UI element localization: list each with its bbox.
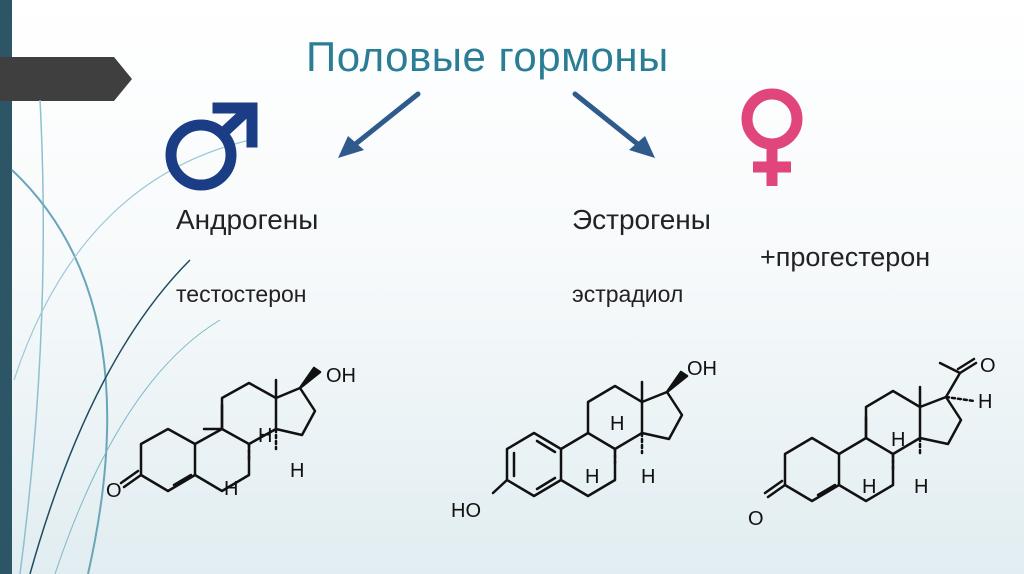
ho-label: HO bbox=[451, 500, 481, 522]
progesterone-label: +прогестерон bbox=[760, 242, 931, 272]
arrow-left-icon bbox=[338, 91, 421, 158]
h-label: H bbox=[290, 460, 304, 482]
oxo-o-label: O bbox=[980, 355, 996, 377]
h-label: H bbox=[978, 391, 992, 413]
venus-icon bbox=[741, 88, 803, 186]
h-label: H bbox=[914, 476, 928, 498]
oxo-o-label: O bbox=[748, 508, 764, 530]
h-label: H bbox=[258, 425, 272, 447]
h-label: H bbox=[862, 476, 876, 498]
h-label: H bbox=[891, 429, 905, 451]
h-label: H bbox=[585, 466, 599, 488]
left-accent-stripe bbox=[0, 0, 12, 574]
estradiol-structure: OH HO H H H bbox=[451, 358, 717, 522]
arrow-right-icon bbox=[572, 91, 655, 158]
androgens-label: Андрогены bbox=[176, 204, 319, 235]
decorative-curves bbox=[11, 99, 251, 574]
double-bond-a bbox=[172, 473, 193, 487]
oh-label: OH bbox=[687, 358, 717, 380]
h-label: H bbox=[224, 478, 238, 500]
testosterone-structure: O OH H H H bbox=[106, 365, 356, 502]
h-label: H bbox=[610, 413, 624, 435]
oh-label: OH bbox=[326, 365, 356, 387]
slide-title: Половые гормоны bbox=[306, 33, 669, 80]
slide-tab-marker bbox=[0, 57, 132, 101]
estradiol-label: эстрадиол bbox=[572, 281, 684, 307]
h-label: H bbox=[641, 466, 655, 488]
progesterone-structure: O H O H H H bbox=[748, 355, 996, 530]
mars-icon bbox=[165, 102, 258, 191]
oxo-o-label: O bbox=[106, 480, 122, 502]
testosterone-label: тестостерон bbox=[176, 281, 307, 307]
estrogens-label: Эстрогены bbox=[572, 204, 711, 235]
